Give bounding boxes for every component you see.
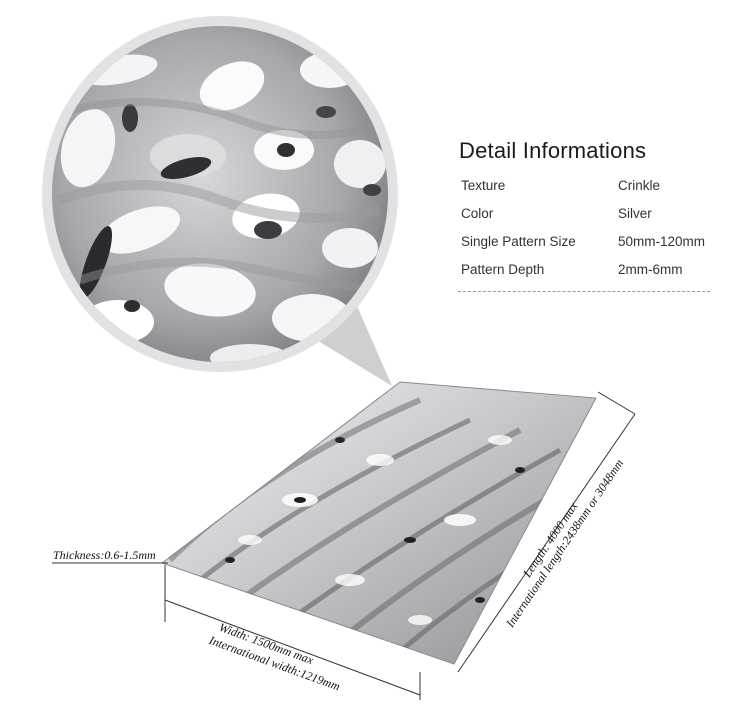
info-label: Pattern Depth: [461, 262, 545, 277]
zoomed-texture: [58, 52, 388, 362]
info-value: 50mm-120mm: [618, 234, 706, 249]
magnifier-circle: [42, 16, 398, 372]
dimension-lines: [52, 391, 636, 700]
info-row-color: Color Silver: [461, 206, 721, 226]
info-label: Color: [461, 206, 494, 221]
info-value: Silver: [618, 206, 652, 221]
info-value: Crinkle: [618, 178, 661, 193]
info-row-pattern-size: Single Pattern Size 50mm-120mm: [461, 234, 721, 254]
info-title: Detail Informations: [459, 138, 647, 163]
steel-sheet: [160, 381, 597, 665]
thickness-label: Thickness:0.6-1.5mm: [53, 548, 156, 562]
info-divider: [458, 291, 710, 292]
info-label: Single Pattern Size: [461, 234, 576, 249]
info-row-texture: Texture Crinkle: [461, 178, 721, 198]
info-row-pattern-depth: Pattern Depth 2mm-6mm: [461, 262, 721, 282]
info-value: 2mm-6mm: [618, 262, 683, 277]
info-label: Texture: [461, 178, 506, 193]
